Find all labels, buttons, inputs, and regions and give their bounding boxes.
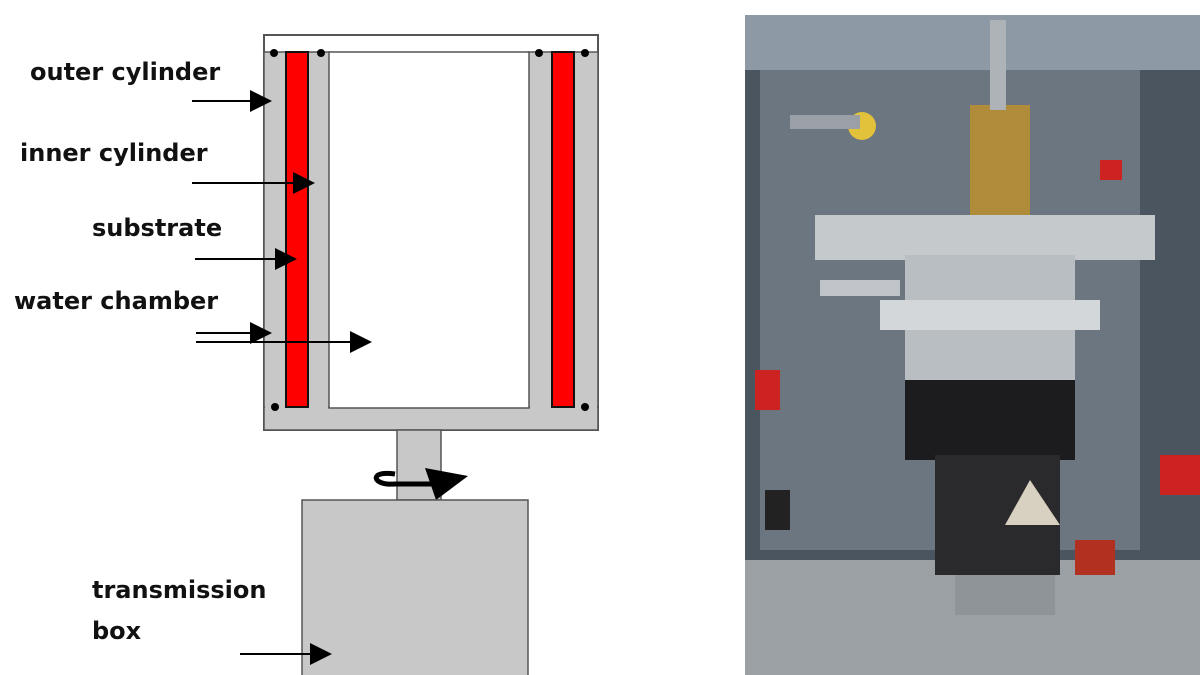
substrate-left [285, 51, 309, 408]
water-chamber [328, 51, 530, 409]
apparatus-photo [745, 15, 1200, 675]
vessel [263, 34, 599, 431]
label-substrate: substrate [92, 214, 223, 242]
label-inner-cylinder: inner cylinder [20, 139, 208, 167]
bottom-plate [263, 406, 599, 431]
joint-dots [270, 49, 589, 411]
pointer-arrows [192, 90, 372, 665]
substrate-right [551, 51, 575, 408]
transmission-box [301, 499, 529, 675]
label-outer-cylinder: outer cylinder [30, 58, 221, 86]
rotation-arrow-icon [373, 468, 468, 500]
label-box: box [92, 617, 142, 645]
label-water-chamber: water chamber [14, 287, 219, 315]
label-transmission: transmission [92, 576, 267, 604]
